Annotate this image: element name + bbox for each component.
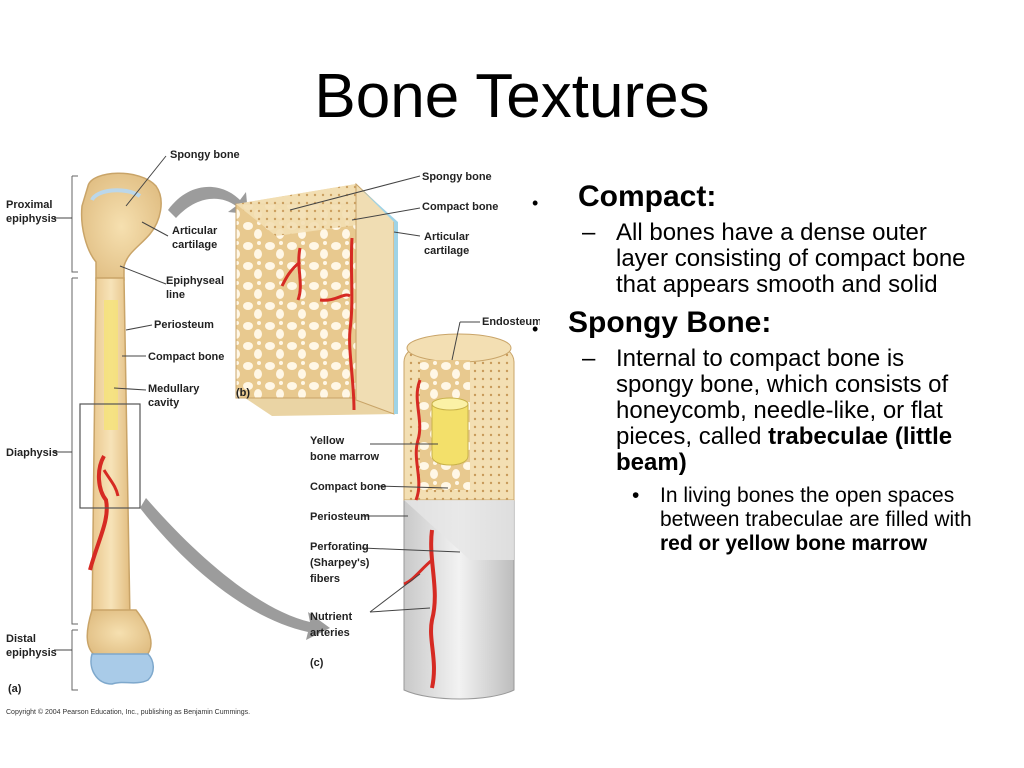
arrow-to-c (140, 498, 330, 640)
label-articular-b2: cartilage (424, 245, 469, 257)
yellow-marrow-shape (431, 403, 469, 466)
spongy-bone-block (235, 182, 398, 416)
bone-diagram: Spongy bone Proximal epiphysis Articular… (6, 149, 540, 716)
highlight-box (79, 403, 141, 509)
slide-title: Bone Textures (314, 62, 710, 131)
bone-structure-figure: Spongy bone Proximal epiphysis Articular… (0, 140, 540, 720)
sub-sub-bullet-marrow: • In living bones the open spaces betwee… (532, 484, 972, 556)
label-articular-1: Articular (172, 225, 218, 237)
sub-bullet-compact-text: All bones have a dense outer layer consi… (616, 219, 966, 298)
compact-bone-cylinder (403, 333, 515, 700)
arrow-to-b (168, 186, 248, 218)
bullet-compact: • Compact: (532, 180, 972, 214)
label-perforating-3: fibers (310, 573, 340, 585)
label-yellow-2: bone marrow (310, 451, 380, 463)
sub-sub-bullet-text: In living bones the open spaces between … (660, 484, 972, 531)
long-bone (71, 172, 162, 691)
label-epiphyseal-2: line (166, 289, 185, 301)
label-diaphysis: Diaphysis (6, 447, 58, 459)
copyright-notice: Copyright © 2004 Pearson Education, Inc.… (6, 708, 250, 716)
bullet-marker: • (532, 193, 539, 213)
bone-marrow-term: red or yellow bone marrow (660, 532, 928, 555)
label-compact-bone-a: Compact bone (148, 351, 224, 363)
label-epiphyseal-1: Epiphyseal (166, 275, 224, 287)
sub-bullet-spongy: – Internal to compact bone is spongy bon… (532, 346, 972, 476)
bullet-spongy: • Spongy Bone: (532, 306, 972, 340)
label-articular-2: cartilage (172, 239, 217, 251)
label-perforating-1: Perforating (310, 541, 369, 553)
nutrient-artery-a (88, 455, 109, 571)
label-yellow-1: Yellow (310, 435, 345, 447)
label-compact-bone-c: Compact bone (310, 481, 386, 493)
sub-bullet-compact: – All bones have a dense outer layer con… (532, 220, 972, 298)
label-perforating-2: (Sharpey's) (310, 557, 370, 569)
label-periosteum-a: Periosteum (154, 319, 214, 331)
label-nutrient-1: Nutrient (310, 611, 353, 623)
label-spongy-bone-a: Spongy bone (170, 149, 240, 161)
label-proximal-1: Proximal (6, 199, 52, 211)
trabeculae-term: trabeculae (little beam) (616, 423, 953, 476)
dash-marker: – (582, 219, 596, 246)
bullet-compact-heading: Compact: (578, 180, 717, 213)
label-nutrient-2: arteries (310, 627, 350, 639)
bullet-list: • Compact: – All bones have a dense oute… (532, 180, 972, 556)
bullet-marker: • (632, 484, 640, 507)
label-compact-bone-b: Compact bone (422, 201, 498, 213)
label-panel-a: (a) (8, 683, 22, 695)
sub-bullet-spongy-text: Internal to compact bone is spongy bone,… (616, 345, 949, 450)
leader-lines (54, 155, 480, 651)
label-spongy-bone-b: Spongy bone (422, 171, 492, 183)
dash-marker: – (582, 345, 596, 372)
label-panel-c: (c) (310, 657, 324, 669)
label-medullary-2: cavity (148, 397, 180, 409)
bullet-spongy-heading: Spongy Bone: (568, 306, 772, 339)
bullet-marker: • (532, 319, 539, 339)
label-distal-2: epiphysis (6, 647, 57, 659)
label-periosteum-c: Periosteum (310, 511, 370, 523)
label-articular-b1: Articular (424, 231, 470, 243)
label-proximal-2: epiphysis (6, 213, 57, 225)
label-distal-1: Distal (6, 633, 36, 645)
label-medullary-1: Medullary (148, 383, 200, 395)
label-endosteum: Endosteum (482, 316, 540, 328)
distal-articular-cartilage (90, 653, 154, 685)
label-panel-b: (b) (236, 387, 250, 399)
